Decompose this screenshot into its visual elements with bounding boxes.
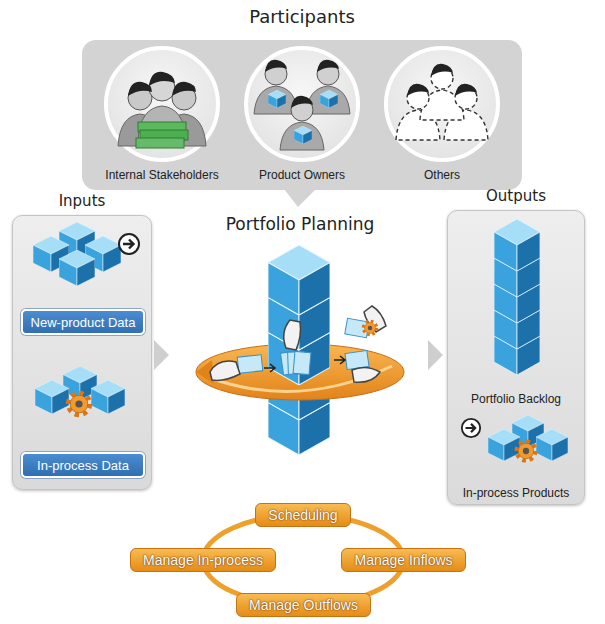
activity-box: Manage In-process bbox=[130, 548, 276, 572]
participant-label: Others bbox=[424, 168, 460, 182]
activity-box: Manage Outflows bbox=[236, 593, 371, 617]
outputs-icons bbox=[448, 211, 586, 506]
product-owners-icon bbox=[248, 50, 356, 158]
stakeholders-icon bbox=[108, 50, 216, 158]
activity-box: Scheduling bbox=[255, 503, 351, 527]
input-box: In-process Data bbox=[21, 452, 145, 478]
output-caption: Portfolio Backlog bbox=[471, 392, 561, 406]
activity-box: Manage Inflows bbox=[341, 548, 466, 572]
activity-label: Manage In-process bbox=[143, 552, 263, 568]
panel-heading: Participants bbox=[249, 6, 355, 27]
panel-heading: Inputs bbox=[59, 192, 106, 210]
participants-panel: Participants Internal Stakeholders bbox=[82, 40, 522, 190]
input-label: In-process Data bbox=[37, 458, 129, 473]
activity-label: Scheduling bbox=[268, 507, 337, 523]
others-icon bbox=[388, 50, 496, 158]
participant-circle: Product Owners bbox=[244, 46, 360, 162]
input-box: New-product Data bbox=[21, 309, 145, 335]
participant-label: Internal Stakeholders bbox=[105, 168, 218, 182]
inputs-icons bbox=[13, 216, 153, 491]
participant-label: Product Owners bbox=[259, 168, 345, 182]
inputs-panel: InputsNew-product DataIn-process Data bbox=[12, 215, 152, 490]
activity-label: Manage Inflows bbox=[354, 552, 452, 568]
input-label: New-product Data bbox=[31, 315, 136, 330]
outputs-panel: Outputs bbox=[447, 210, 585, 505]
participant-circle: Others bbox=[384, 46, 500, 162]
panel-heading: Outputs bbox=[486, 187, 546, 205]
activity-label: Manage Outflows bbox=[249, 597, 358, 613]
participant-circle: Internal Stakeholders bbox=[104, 46, 220, 162]
output-caption: In-process Products bbox=[463, 486, 570, 500]
center-heading: Portfolio Planning bbox=[226, 214, 375, 234]
